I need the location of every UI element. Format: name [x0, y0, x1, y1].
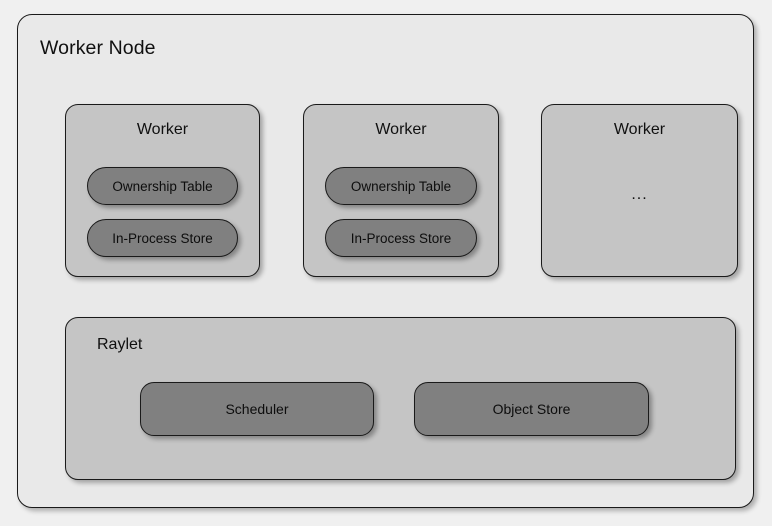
worker-box-2: Worker Ownership Table In-Process Store — [303, 104, 499, 277]
worker-title-1: Worker — [136, 121, 189, 138]
in-process-store-1: In-Process Store — [87, 219, 238, 257]
worker-node-title: Worker Node — [40, 37, 156, 59]
ownership-table-2: Ownership Table — [325, 167, 477, 205]
worker-ellipsis-icon: ... — [631, 185, 648, 203]
worker-box-1: Worker Ownership Table In-Process Store — [65, 104, 260, 277]
raylet-title: Raylet — [97, 336, 143, 353]
worker-box-3: Worker ... — [541, 104, 738, 277]
ownership-table-1: Ownership Table — [87, 167, 238, 205]
scheduler-component: Scheduler — [140, 382, 374, 436]
object-store-component: Object Store — [414, 382, 649, 436]
worker-title-2: Worker — [375, 121, 427, 138]
in-process-store-2: In-Process Store — [325, 219, 477, 257]
worker-node-container: Worker Node Worker Ownership Table In-Pr… — [17, 14, 754, 508]
worker-title-3: Worker — [613, 121, 666, 138]
raylet-container: Raylet Scheduler Object Store — [65, 317, 736, 480]
